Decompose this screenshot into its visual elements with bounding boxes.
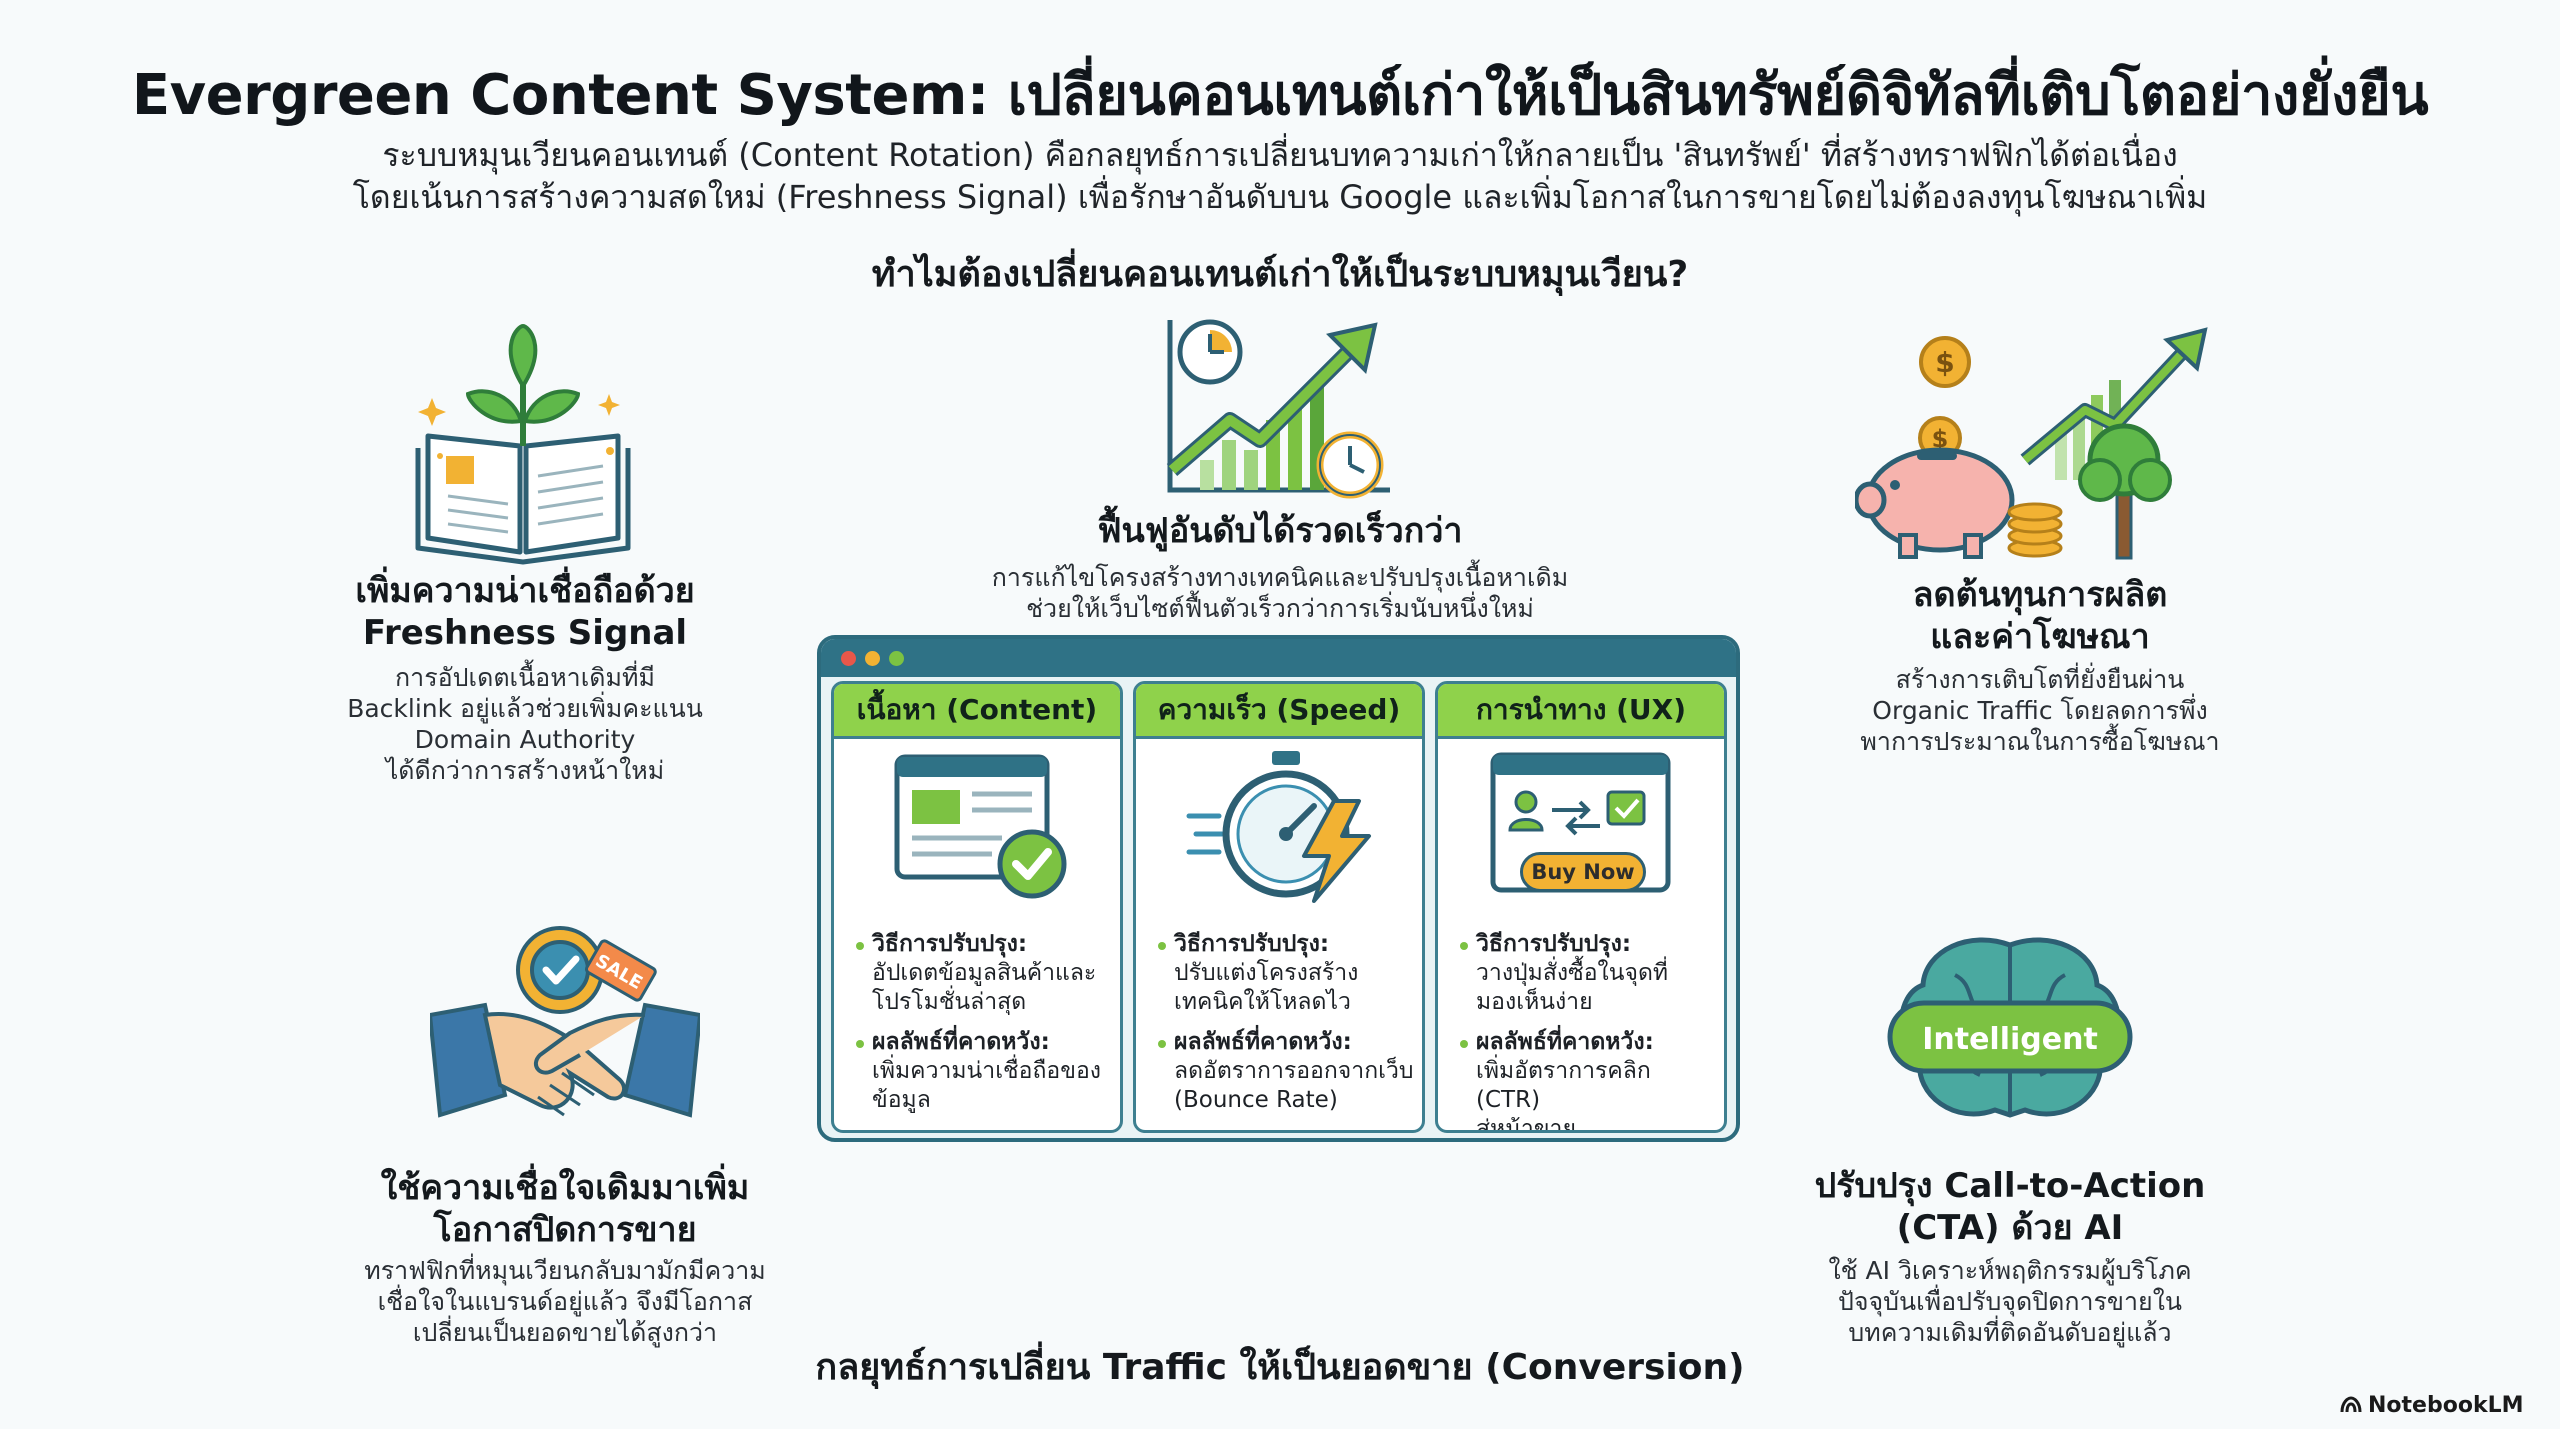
ai-desc-1: ใช้ AI วิเคราะห์พฤติกรรมผู้บริโภค xyxy=(1828,1256,2192,1285)
freshness-title-2: Freshness Signal xyxy=(362,613,688,653)
subtitle-line-2: โดยเน้นการสร้างความสดใหม่ (Freshness Sig… xyxy=(352,178,2208,216)
bullet-dot xyxy=(856,942,864,950)
svg-text:$: $ xyxy=(1935,346,1954,379)
bullet-dot xyxy=(1460,1040,1468,1048)
trust-desc-2: เชื่อใจในแบรนด์อยู่แล้ว จึงมีโอกาส xyxy=(377,1287,753,1316)
freshness-desc-2: Backlink อยู่แล้วช่วยเพิ่มคะแนน xyxy=(347,694,703,723)
feature-ai: Intelligent ปรับปรุง Call-to-Action (CTA… xyxy=(1800,925,2220,1347)
content-method-2: โปรโมชั่นล่าสุด xyxy=(872,989,1027,1015)
ux-method-label: วิธีการปรับปรุง: xyxy=(1476,931,1632,957)
bullet-dot xyxy=(1158,942,1166,950)
column-ux: การนำทาง (UX) Buy Now วิธีการปรับปรุง: ว… xyxy=(1435,681,1727,1133)
speed-method-1: ปรับแต่งโครงสร้าง xyxy=(1174,960,1359,986)
bullet-dot xyxy=(1158,1040,1166,1048)
speed-method-label: วิธีการปรับปรุง: xyxy=(1174,931,1330,957)
brain-icon: Intelligent xyxy=(1887,937,2133,1118)
buy-now-button[interactable]: Buy Now xyxy=(1520,852,1646,892)
freshness-desc-1: การอัปเดตเนื้อหาเดิมที่มี xyxy=(395,663,655,692)
freshness-desc-3: Domain Authority xyxy=(414,725,636,754)
feature-ranking: ฟื้นฟูอันดับได้รวดเร็วกว่า การแก้ไขโครงส… xyxy=(940,300,1620,630)
book-sprout-icon xyxy=(415,323,631,565)
speed-result-1: ลดอัตราการออกจากเว็บ xyxy=(1174,1058,1414,1084)
ux-result-1: เพิ่มอัตราการคลิก (CTR) xyxy=(1476,1058,1651,1113)
bullet-dot xyxy=(856,1040,864,1048)
brand-label: NotebookLM xyxy=(2368,1393,2524,1418)
speed-result-label: ผลลัพธ์ที่คาดหวัง: xyxy=(1174,1029,1352,1055)
browser-panel: เนื้อหา (Content) วิธีการปรับปรุง: อัปเด… xyxy=(817,635,1740,1142)
freshness-title-1: เพิ่มความน่าเชื่อถือด้วย xyxy=(355,571,695,611)
ranking-desc-1: การแก้ไขโครงสร้างทางเทคนิคและปรับปรุงเนื… xyxy=(991,563,1569,592)
trust-desc-3: เปลี่ยนเป็นยอดขายได้สูงกว่า xyxy=(412,1318,718,1347)
content-result-2: ข้อมูล xyxy=(872,1087,931,1113)
ranking-title: ฟื้นฟูอันดับได้รวดเร็วกว่า xyxy=(1097,511,1463,551)
cost-desc-1: สร้างการเติบโตที่ยั่งยืนผ่าน xyxy=(1895,665,2185,694)
bottom-title: กลยุทธ์การเปลี่ยน Traffic ให้เป็นยอดขาย … xyxy=(815,1347,1745,1388)
cost-title-2: และค่าโฆษณา xyxy=(1930,617,2150,657)
ai-desc-3: บทความเดิมที่ติดอันดับอยู่แล้ว xyxy=(1848,1318,2172,1347)
window-dot-green xyxy=(889,651,904,666)
feature-cost: $ $ ลดต้นทุนการผลิต และค่าโฆษณา สร้างการ… xyxy=(1830,310,2250,770)
ai-desc-2: ปัจจุบันเพื่อปรับจุดปิดการขายใน xyxy=(1838,1287,2182,1316)
notebooklm-logo-icon xyxy=(2340,1396,2362,1413)
column-header-content: เนื้อหา (Content) xyxy=(834,684,1120,739)
section-question: ทำไมต้องเปลี่ยนคอนเทนต์เก่าให้เป็นระบบหม… xyxy=(871,254,1689,295)
column-header-speed: ความเร็ว (Speed) xyxy=(1136,684,1422,739)
content-result-label: ผลลัพธ์ที่คาดหวัง: xyxy=(872,1029,1050,1055)
speed-result-2: (Bounce Rate) xyxy=(1174,1087,1338,1113)
column-header-ux: การนำทาง (UX) xyxy=(1438,684,1724,739)
browser-title-bar xyxy=(821,639,1736,677)
ux-result-2: สู่หน้าขาย xyxy=(1476,1116,1576,1133)
page-title: Evergreen Content System: เปลี่ยนคอนเทนต… xyxy=(131,63,2429,128)
ux-method-2: มองเห็นง่าย xyxy=(1476,989,1593,1015)
cost-title-1: ลดต้นทุนการผลิต xyxy=(1912,575,2168,615)
window-dot-yellow xyxy=(865,651,880,666)
ranking-desc-2: ช่วยให้เว็บไซต์ฟื้นตัวเร็วกว่าการเริ่มนั… xyxy=(1026,594,1534,623)
growth-chart-clock-icon xyxy=(1166,319,1390,499)
cost-desc-3: พาการประมาณในการซื้อโฆษณา xyxy=(1860,727,2220,756)
trust-title-2: โอกาสปิดการขาย xyxy=(433,1210,697,1250)
column-content: เนื้อหา (Content) วิธีการปรับปรุง: อัปเด… xyxy=(831,681,1123,1133)
feature-freshness: เพิ่มความน่าเชื่อถือด้วย Freshness Signa… xyxy=(330,300,720,790)
cost-desc-2: Organic Traffic โดยลดการพึ่ง xyxy=(1872,696,2208,725)
speed-method-2: เทคนิคให้โหลดไว xyxy=(1174,989,1351,1015)
window-dot-red xyxy=(841,651,856,666)
freshness-desc-4: ได้ดีกว่าการสร้างหน้าใหม่ xyxy=(385,756,665,785)
ai-title-1: ปรับปรุง Call-to-Action xyxy=(1814,1166,2206,1206)
subtitle-line-1: ระบบหมุนเวียนคอนเทนต์ (Content Rotation)… xyxy=(382,136,2178,174)
bullet-dot xyxy=(1460,942,1468,950)
content-result-1: เพิ่มความน่าเชื่อถือของ xyxy=(872,1058,1101,1084)
ux-method-1: วางปุ่มสั่งซื้อในจุดที่ xyxy=(1476,960,1669,986)
content-method-label: วิธีการปรับปรุง: xyxy=(872,931,1028,957)
trust-desc-1: ทราฟฟิกที่หมุนเวียนกลับมามักมีความ xyxy=(364,1256,766,1285)
content-check-icon xyxy=(894,754,1067,899)
ux-result-label: ผลลัพธ์ที่คาดหวัง: xyxy=(1476,1029,1654,1055)
handshake-icon: SALE xyxy=(430,926,700,1118)
content-method-1: อัปเดตข้อมูลสินค้าและ xyxy=(872,960,1097,986)
column-speed: ความเร็ว (Speed) วิธีการปรับปรุง: ปรับแต… xyxy=(1133,681,1425,1133)
intelligent-badge: Intelligent xyxy=(1922,1022,2098,1057)
svg-text:$: $ xyxy=(1932,425,1949,453)
trust-title-1: ใช้ความเชื่อใจเดิมมาเพิ่ม xyxy=(380,1168,750,1208)
stopwatch-bolt-icon xyxy=(1186,751,1371,903)
feature-trust: SALE ใช้ความเชื่อใจเดิมมาเพิ่ม โอกาสปิดก… xyxy=(345,905,785,1347)
piggy-bank-icon: $ $ xyxy=(1855,327,2208,560)
ai-title-2: (CTA) ด้วย AI xyxy=(1896,1208,2124,1248)
